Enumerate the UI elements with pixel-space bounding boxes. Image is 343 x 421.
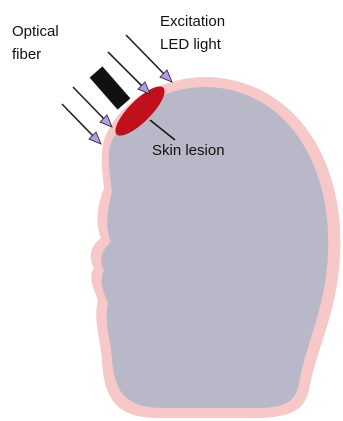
optical-fiber-label-line1: Optical <box>12 22 59 41</box>
excitation-light-label-line2: LED light <box>160 35 221 54</box>
optical-fiber <box>96 72 124 104</box>
optical-fiber-label-line2: fiber <box>12 45 41 64</box>
skin-lesion-label: Skin lesion <box>152 141 225 160</box>
excitation-light-label-line1: Excitation <box>160 12 225 31</box>
skull-silhouette <box>101 87 328 408</box>
light-arrow <box>62 104 105 148</box>
